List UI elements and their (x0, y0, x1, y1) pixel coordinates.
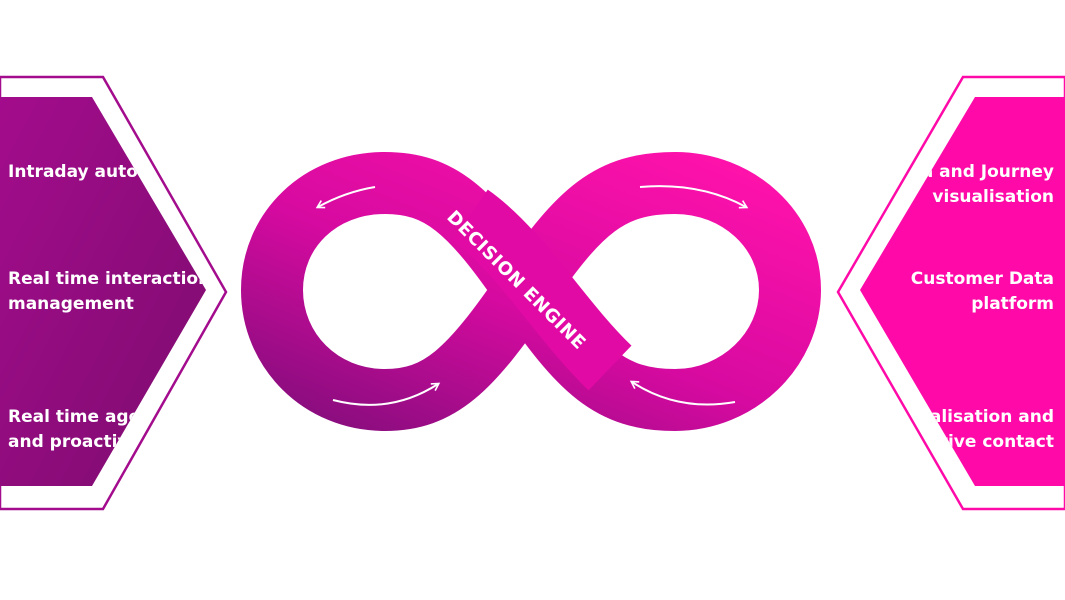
left-panel-outline (0, 75, 228, 511)
left-panel-fill (0, 97, 206, 486)
right-panel (836, 75, 1065, 511)
left-panel (0, 75, 228, 511)
infinity-loop-cross-right (451, 189, 632, 391)
curved-arrow-icon (332, 382, 441, 406)
curved-arrow-icon (629, 380, 736, 406)
right-panel-fill (860, 97, 1065, 486)
infinity-loop: DECISION ENGINE (241, 152, 821, 431)
curved-arrow-icon (315, 186, 376, 209)
right-panel-outline (836, 75, 1065, 511)
curved-arrow-icon (639, 185, 749, 209)
